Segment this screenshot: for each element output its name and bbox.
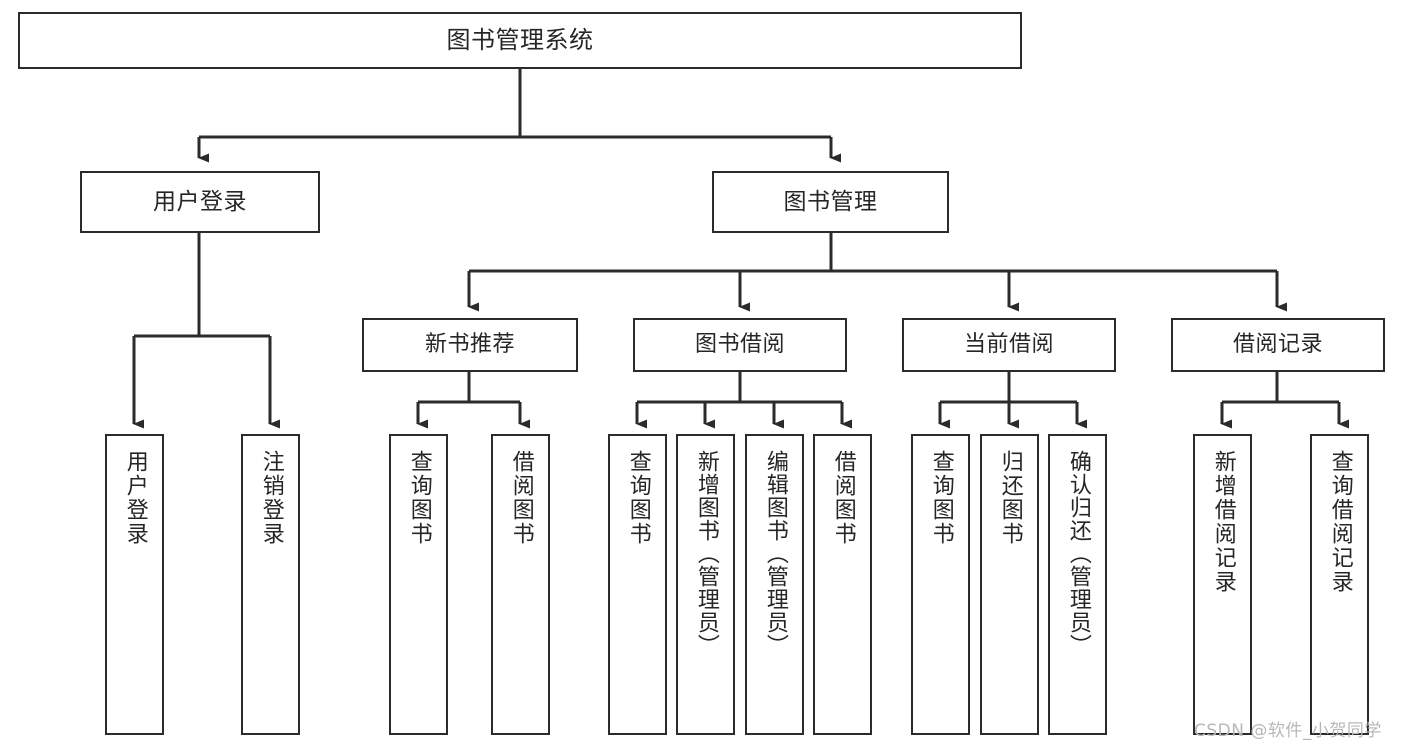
node-label: 用户登录 <box>153 188 247 215</box>
leaf-borrow-record-add[interactable]: 新增借阅记录 <box>1193 434 1252 735</box>
connector-borrowrecord-to-leaves <box>1220 372 1349 429</box>
node-user-login[interactable]: 用户登录 <box>80 171 320 233</box>
leaf-book-borrow-add[interactable]: 新增图书（管理员） <box>676 434 735 735</box>
node-label: 查询图书 <box>928 450 954 546</box>
leaf-new-book-query[interactable]: 查询图书 <box>389 434 448 735</box>
node-label: 注销登录 <box>258 450 284 546</box>
leaf-book-borrow-edit[interactable]: 编辑图书（管理员） <box>745 434 804 735</box>
leaf-current-borrow-query[interactable]: 查询图书 <box>911 434 970 735</box>
connector-currentborrow-to-leaves <box>938 372 1087 429</box>
leaf-user-login-login[interactable]: 用户登录 <box>105 434 164 735</box>
connector-bookmgmt-to-level3 <box>467 233 1287 312</box>
node-label: 图书借阅 <box>694 332 785 358</box>
leaf-borrow-record-query[interactable]: 查询借阅记录 <box>1310 434 1369 735</box>
node-label: 借阅图书 <box>830 450 856 546</box>
leaf-book-borrow-query[interactable]: 查询图书 <box>608 434 667 735</box>
connector-userlogin-to-leaves <box>132 233 280 429</box>
node-label: 查询借阅记录 <box>1327 450 1353 594</box>
leaf-book-borrow-borrow[interactable]: 借阅图书 <box>813 434 872 735</box>
node-label: 图书管理 <box>783 188 878 215</box>
node-label: 新书推荐 <box>424 332 515 358</box>
node-label: 新增图书（管理员） <box>693 450 719 657</box>
node-label: 编辑图书（管理员） <box>762 450 788 657</box>
connector-newbook-to-leaves <box>416 372 530 429</box>
connector-root-to-level2 <box>197 69 841 163</box>
node-label: 新增借阅记录 <box>1210 450 1236 594</box>
node-label: 借阅记录 <box>1232 332 1323 358</box>
node-new-book-recommend[interactable]: 新书推荐 <box>362 318 578 372</box>
node-borrow-record[interactable]: 借阅记录 <box>1171 318 1385 372</box>
node-label: 当前借阅 <box>963 332 1054 358</box>
connector-bookborrow-to-leaves <box>635 372 852 429</box>
node-label: 借阅图书 <box>508 450 534 546</box>
node-label: 查询图书 <box>625 450 651 546</box>
leaf-new-book-borrow[interactable]: 借阅图书 <box>491 434 550 735</box>
leaf-current-borrow-confirm[interactable]: 确认归还（管理员） <box>1048 434 1107 735</box>
node-book-management[interactable]: 图书管理 <box>712 171 949 233</box>
node-book-borrow[interactable]: 图书借阅 <box>633 318 847 372</box>
node-current-borrow[interactable]: 当前借阅 <box>902 318 1116 372</box>
node-label: 归还图书 <box>997 450 1023 546</box>
leaf-current-borrow-return[interactable]: 归还图书 <box>980 434 1039 735</box>
node-label: 用户登录 <box>122 450 148 546</box>
node-root-system[interactable]: 图书管理系统 <box>18 12 1022 69</box>
node-label: 图书管理系统 <box>446 25 594 54</box>
node-label: 确认归还（管理员） <box>1065 450 1091 657</box>
leaf-user-login-logout[interactable]: 注销登录 <box>241 434 300 735</box>
node-label: 查询图书 <box>406 450 432 546</box>
